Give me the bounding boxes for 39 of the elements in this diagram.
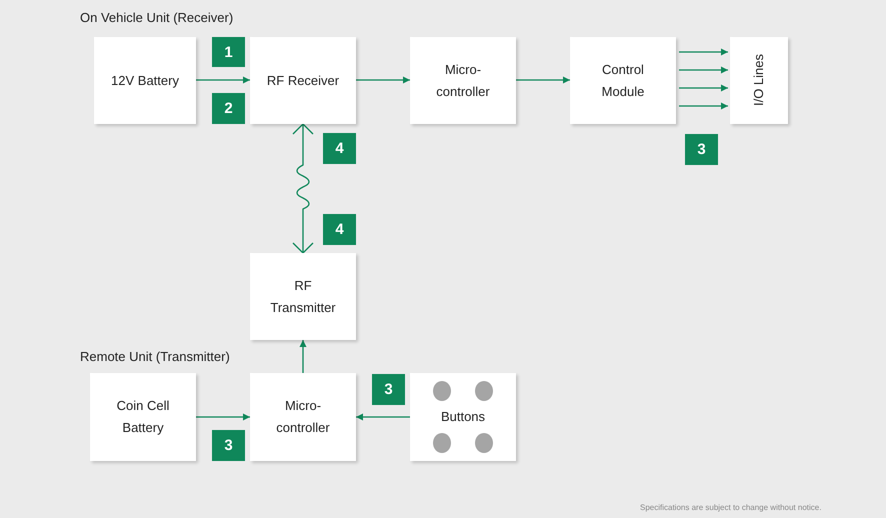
section-heading: On Vehicle Unit (Receiver) [80, 10, 234, 25]
block-box [570, 37, 676, 124]
block-label: Buttons [440, 408, 486, 426]
arrow [300, 340, 306, 373]
arrow [679, 102, 728, 110]
arrow [679, 84, 728, 92]
block-label: 12V Battery [111, 72, 179, 90]
block-label: Control Module [600, 60, 646, 100]
number-badge: 3 [372, 374, 405, 405]
number-badge: 2 [212, 93, 245, 124]
block-label: RF Transmitter [269, 276, 337, 316]
number-badge: 4 [323, 133, 356, 164]
block-label: Micro- controller [275, 397, 331, 437]
block-box [250, 37, 356, 124]
section-heading: Remote Unit (Transmitter) [80, 349, 230, 364]
block-label: Micro- controller [435, 60, 491, 100]
block-box [250, 253, 356, 340]
arrow [679, 66, 728, 74]
arrow [516, 76, 570, 84]
arrow [356, 414, 410, 420]
arrow [356, 76, 410, 84]
block-box [410, 37, 516, 124]
number-badge: 3 [212, 430, 245, 461]
wireless-link-arrow [292, 123, 314, 254]
block-label: Coin Cell Battery [116, 397, 170, 437]
number-badge: 3 [685, 134, 718, 165]
block-label: RF Receiver [266, 72, 340, 90]
arrow [196, 414, 250, 420]
block-box [730, 37, 788, 124]
arrow [196, 76, 250, 84]
footer-note: Specifications are subject to change without notice. [640, 503, 822, 512]
block-label: I/O Lines [750, 54, 767, 107]
arrow [679, 48, 728, 56]
block-box [250, 373, 356, 461]
block-box [410, 373, 516, 461]
block-box [90, 373, 196, 461]
block-box [94, 37, 196, 124]
number-badge: 4 [323, 214, 356, 245]
number-badge: 1 [212, 37, 245, 67]
